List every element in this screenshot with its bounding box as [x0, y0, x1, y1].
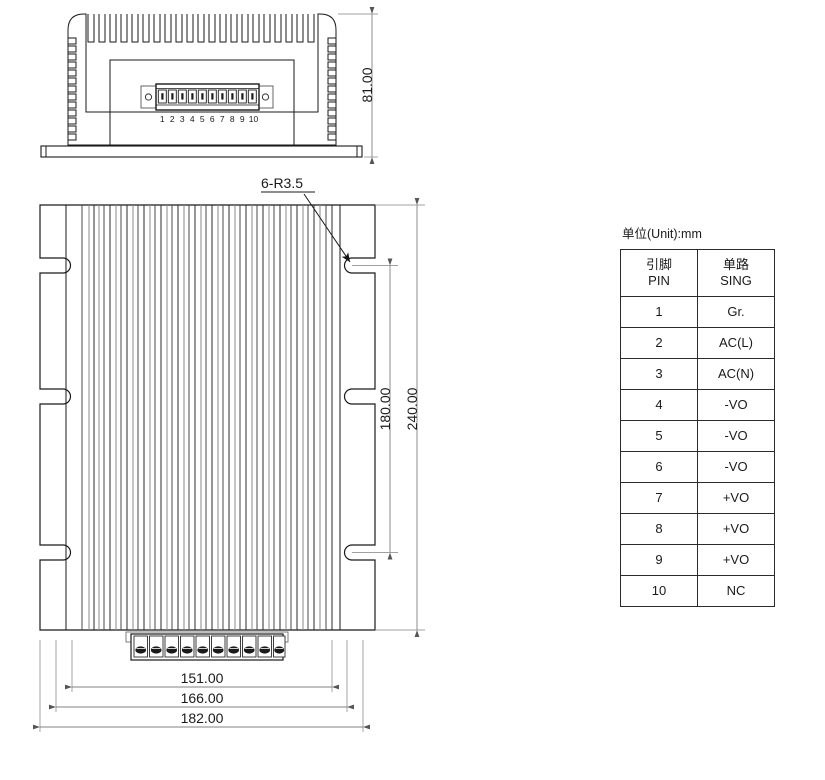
- pin-table-body: 1 Gr. 2 AC(L) 3 AC(N) 4 -VO 5 -VO: [620, 295, 775, 607]
- top-fin-field-edges: [65, 205, 341, 630]
- table-header-row: 引脚 PIN 单路 SING: [620, 248, 775, 297]
- front-pin-label-5: 5: [200, 114, 205, 124]
- dimension-width-151: 151.00: [65, 640, 339, 692]
- cell-sing: -VO: [697, 450, 775, 483]
- dimension-height-81: 81.00: [338, 7, 378, 164]
- header-cell-pin: 引脚 PIN: [620, 248, 698, 297]
- front-pin-label-1: 1: [160, 114, 165, 124]
- front-heatsink-body: [67, 13, 337, 146]
- top-plan-view: 6-R3.5: [33, 175, 425, 732]
- cell-sing: +VO: [697, 481, 775, 514]
- table-row: 2 AC(L): [620, 326, 775, 359]
- front-pin-label-2: 2: [170, 114, 175, 124]
- dimension-label-166: 166.00: [181, 690, 224, 706]
- table-row: 1 Gr.: [620, 295, 775, 328]
- pin-assignment-block: 单位(Unit):mm 引脚 PIN 单路 SING: [620, 227, 780, 607]
- pin-assignment-table: 引脚 PIN 单路 SING 1 Gr. 2 AC(L): [620, 248, 775, 607]
- front-pin-label-8: 8: [230, 114, 235, 124]
- cell-sing: +VO: [697, 543, 775, 576]
- dimension-label-182: 182.00: [181, 710, 224, 726]
- terminal-plate-hole-right: [261, 93, 270, 101]
- front-base-plate: [40, 145, 363, 158]
- cell-pin: 2: [620, 326, 698, 359]
- callout-label-6-r35: 6-R3.5: [261, 175, 303, 191]
- top-fin-lines: [81, 205, 333, 630]
- cell-pin: 8: [620, 512, 698, 545]
- header-sing-cn: 单路: [722, 256, 749, 272]
- cell-pin: 5: [620, 419, 698, 452]
- cell-sing: Gr.: [697, 295, 775, 328]
- table-row: 8 +VO: [620, 512, 775, 545]
- front-pin-number-labels: 1 2 3 4 5 6 7 8 9 10: [160, 114, 259, 124]
- slot-radius-callout: 6-R3.5: [261, 175, 351, 263]
- dimension-label-81: 81.00: [359, 67, 375, 102]
- terminal-block-screws: [156, 88, 259, 106]
- cell-sing: AC(N): [697, 357, 775, 390]
- front-pin-label-6: 6: [210, 114, 215, 124]
- front-top-fins: [87, 14, 315, 43]
- dimension-label-240: 240.00: [404, 387, 420, 430]
- front-pin-label-4: 4: [190, 114, 195, 124]
- cell-pin: 10: [620, 574, 698, 607]
- header-pin-cn: 引脚: [645, 256, 672, 272]
- cell-pin: 3: [620, 357, 698, 390]
- front-pin-label-9: 9: [240, 114, 245, 124]
- front-pin-label-7: 7: [220, 114, 225, 124]
- dimension-width-182: 182.00: [33, 640, 370, 732]
- front-pin-label-3: 3: [180, 114, 185, 124]
- dimension-height-240: 240.00: [375, 198, 425, 637]
- top-body-outline: [39, 204, 376, 631]
- cell-pin: 1: [620, 295, 698, 328]
- dimension-label-151: 151.00: [181, 670, 224, 686]
- dimension-height-180: 180.00: [352, 258, 398, 560]
- front-elevation-view: 1 2 3 4 5 6 7 8 9 10 8: [40, 7, 378, 164]
- cell-sing: NC: [697, 574, 775, 607]
- front-right-side-fins: [327, 37, 336, 141]
- table-row: 5 -VO: [620, 419, 775, 452]
- front-face-panel: [109, 59, 295, 146]
- cell-sing: -VO: [697, 388, 775, 421]
- table-row: 10 NC: [620, 574, 775, 607]
- terminal-plate-hole-left: [144, 93, 153, 101]
- cell-pin: 7: [620, 481, 698, 514]
- table-row: 9 +VO: [620, 543, 775, 576]
- cell-pin: 6: [620, 450, 698, 483]
- table-row: 6 -VO: [620, 450, 775, 483]
- pin-table-head: 引脚 PIN 单路 SING: [620, 248, 775, 297]
- cell-sing: -VO: [697, 419, 775, 452]
- front-left-side-fins: [68, 37, 77, 141]
- unit-label: 单位(Unit):mm: [622, 227, 702, 241]
- header-sing-en: SING: [720, 272, 752, 288]
- table-row: 4 -VO: [620, 388, 775, 421]
- cell-sing: AC(L): [697, 326, 775, 359]
- table-row: 7 +VO: [620, 481, 775, 514]
- cell-pin: 4: [620, 388, 698, 421]
- header-cell-sing: 单路 SING: [697, 248, 775, 297]
- cell-sing: +VO: [697, 512, 775, 545]
- top-terminal-block: [125, 631, 289, 661]
- cell-pin: 9: [620, 543, 698, 576]
- dimension-width-166: 166.00: [49, 640, 354, 712]
- front-pin-label-10: 10: [249, 114, 259, 124]
- header-pin-en: PIN: [648, 272, 670, 288]
- table-row: 3 AC(N): [620, 357, 775, 390]
- dimension-label-180: 180.00: [377, 387, 393, 430]
